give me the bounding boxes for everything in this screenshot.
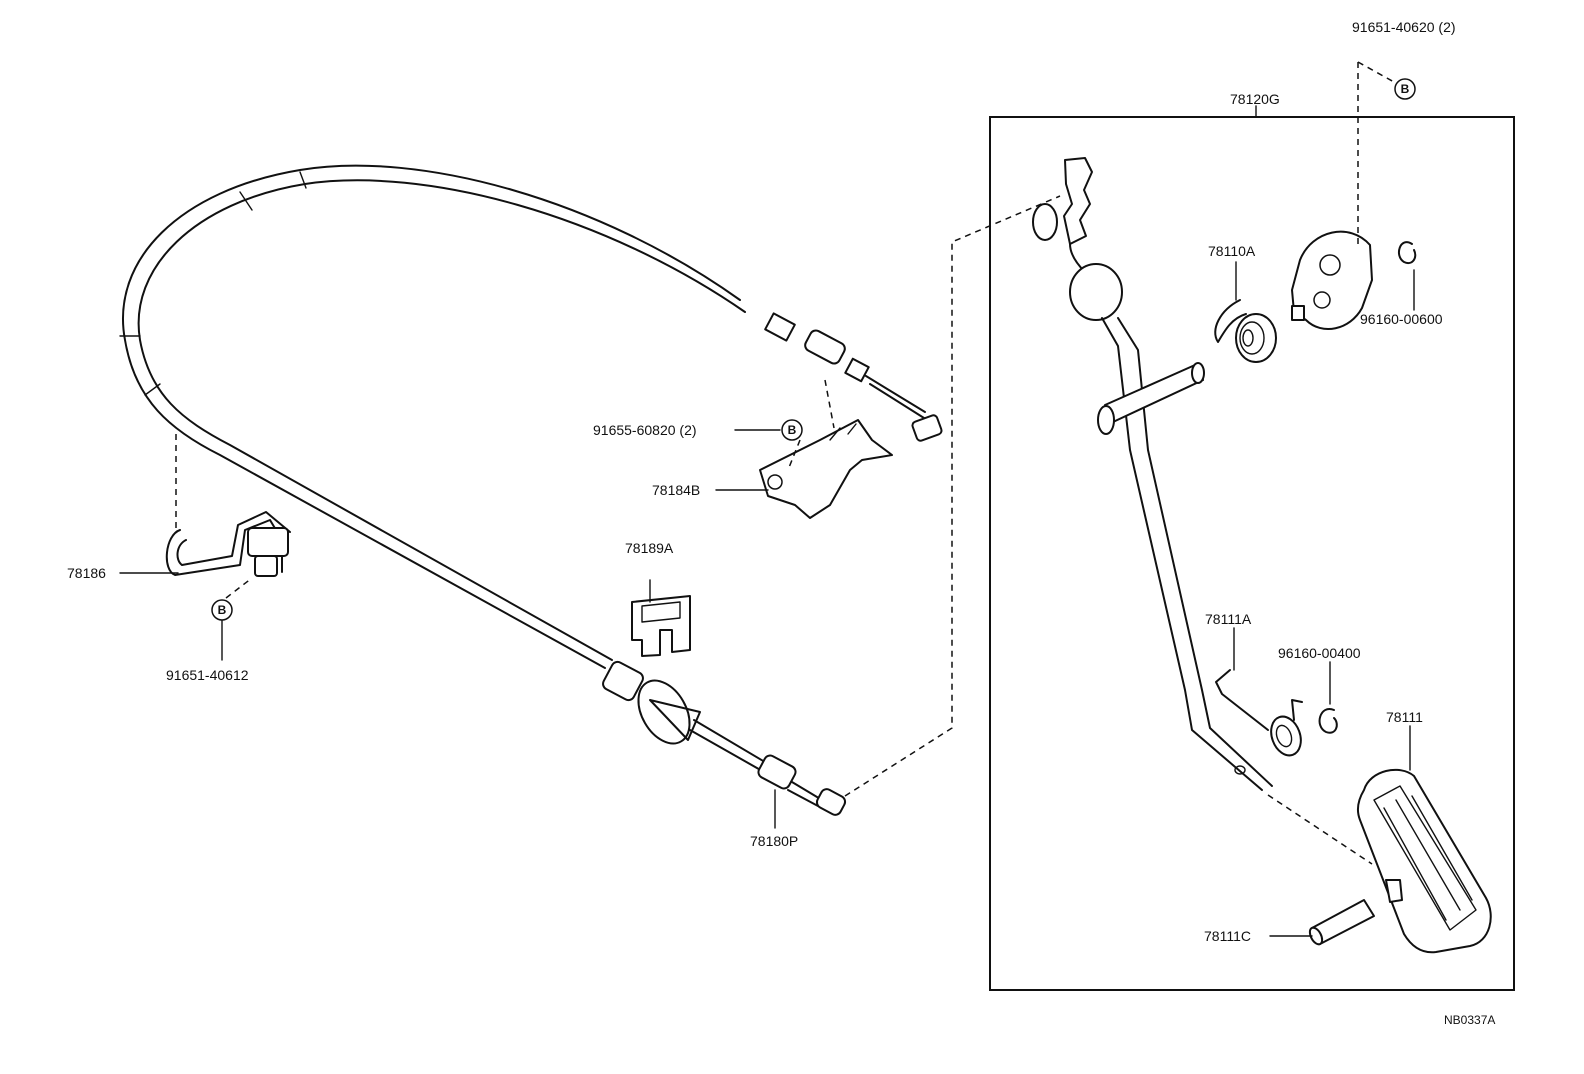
svg-text:B: B bbox=[218, 603, 227, 617]
label-91651-40620: 91651-40620 (2) bbox=[1352, 19, 1456, 35]
callout-b-left: B bbox=[211, 599, 233, 621]
label-96160-00600: 96160-00600 bbox=[1360, 311, 1443, 327]
accelerator-cable bbox=[119, 164, 943, 829]
label-78180p: 78180P bbox=[750, 833, 798, 849]
label-91651-40612: 91651-40612 bbox=[166, 667, 249, 683]
label-78186: 78186 bbox=[67, 565, 106, 581]
callout-b-mid: B bbox=[781, 419, 803, 441]
pedal-pad-78111 bbox=[1356, 725, 1492, 954]
label-78184b: 78184B bbox=[652, 482, 700, 498]
label-78120g: 78120G bbox=[1230, 91, 1280, 107]
spring-78111a bbox=[1215, 627, 1303, 757]
cable-to-pedal-dashline bbox=[844, 195, 1061, 797]
label-78111a: 78111A bbox=[1205, 611, 1252, 627]
label-91655-60820: 91655-60820 (2) bbox=[593, 422, 697, 438]
label-78189a: 78189A bbox=[625, 540, 674, 556]
bracket-78186 bbox=[165, 434, 291, 599]
clip-96160-00400 bbox=[1318, 661, 1338, 734]
label-96160-00400: 96160-00400 bbox=[1278, 645, 1361, 661]
svg-text:B: B bbox=[1401, 82, 1410, 96]
label-78111: 78111 bbox=[1386, 709, 1423, 725]
spring-78110a bbox=[1214, 261, 1277, 363]
label-diagram-code: NB0337A bbox=[1444, 1013, 1495, 1027]
clip-96160-00600 bbox=[1397, 241, 1417, 311]
clamp-78189a bbox=[631, 579, 691, 657]
svg-text:B: B bbox=[788, 423, 797, 437]
label-78111c: 78111C bbox=[1204, 928, 1251, 944]
pedal-arm bbox=[1032, 157, 1373, 865]
assembly-box bbox=[989, 116, 1515, 991]
label-78110a: 78110A bbox=[1208, 243, 1256, 259]
bracket-78184b bbox=[759, 379, 893, 519]
pedal-bracket bbox=[1291, 61, 1395, 330]
callout-b-top: B bbox=[1394, 78, 1416, 100]
pin-78111c bbox=[1269, 899, 1375, 946]
leader-lines bbox=[119, 105, 1257, 661]
